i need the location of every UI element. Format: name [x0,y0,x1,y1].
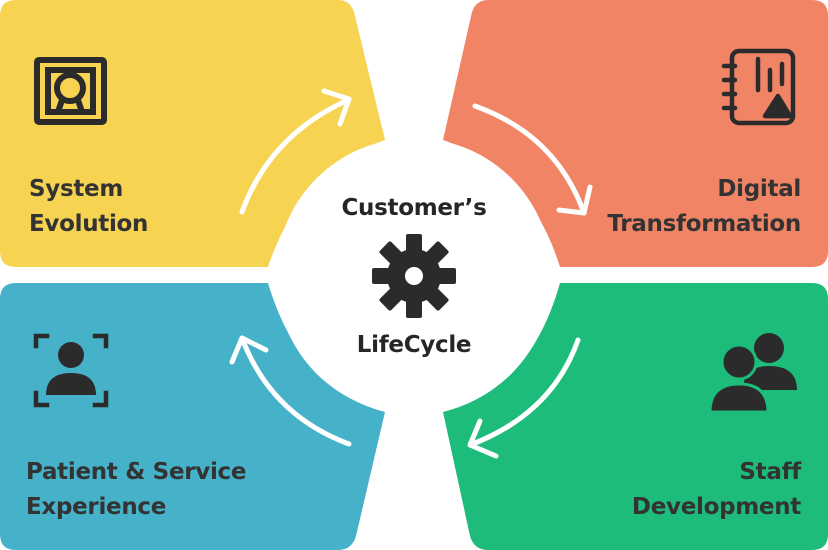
quadrant-patient-service-experience [0,283,385,550]
arrow-top-left [239,97,351,215]
arrow-bottom-right-head [467,418,499,459]
label-staff-development: Staff Development [632,455,801,525]
label-system-evolution: System Evolution [29,172,148,242]
arrow-bottom-left [239,335,352,447]
arrow-top-right-head [556,184,593,216]
label-staff-development-line2: Development [631,494,801,520]
quadrant-system-evolution [0,0,385,267]
label-system-evolution-line2: Evolution [29,211,149,237]
system-evolution-icon [34,57,107,125]
center-title-bottom: LifeCycle [356,332,472,358]
arrow-top-left-head [321,88,352,127]
label-digital-transformation-line2: Transformation [607,211,801,237]
user-focus-icon [33,333,109,408]
cycle-arrows [229,88,593,459]
center-title-top: Customer’s [341,195,487,221]
label-digital-transformation-line1: Digital [717,176,801,202]
label-patient-service-line1: Patient & Service [26,459,247,485]
label-digital-transformation: Digital Transformation [607,172,801,242]
label-patient-service-line2: Experience [26,494,167,520]
arrow-bottom-right [467,337,581,448]
digital-notebook-icon [721,48,796,126]
people-group-icon [708,333,797,414]
arrow-top-right [472,103,587,216]
label-system-evolution-line1: System [29,176,124,202]
label-staff-development-line1: Staff [739,459,801,485]
label-patient-service-experience: Patient & Service Experience [26,455,247,525]
gear-icon [372,234,456,318]
arrow-bottom-left-head [229,335,269,365]
